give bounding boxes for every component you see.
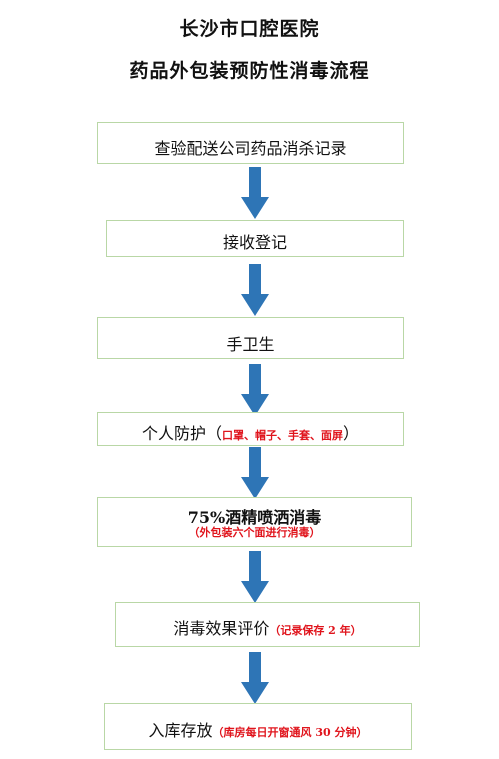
step-box-storage: 入库存放（库房每日开窗通风 30 分钟） (104, 703, 412, 750)
step-box-alcohol-spray: 75%酒精喷洒消毒 （外包装六个面进行消毒） (97, 497, 412, 547)
arrow-down-6-icon (241, 652, 269, 704)
step-box-receive-register: 接收登记 (106, 220, 404, 257)
step-note-storage: （库房每日开窗通风 30 分钟） (212, 726, 368, 739)
step-label-effect-evaluation: 消毒效果评价 (173, 619, 270, 638)
step-note-alcohol-spray: （外包装六个面进行消毒） (188, 526, 321, 539)
step-label-hand-hygiene: 手卫生 (226, 335, 275, 354)
title-hospital-name: 长沙市口腔医院 (179, 18, 320, 40)
arrow-down-1-icon (241, 167, 269, 219)
step-label-storage: 入库存放 (148, 721, 213, 740)
title-process-name: 药品外包装预防性消毒流程 (129, 60, 370, 82)
step-label-personal-protection: 个人防护（ (141, 424, 222, 443)
step-label-verify-records: 查验配送公司药品消杀记录 (154, 139, 347, 158)
step-box-effect-evaluation: 消毒效果评价（记录保存 2 年） (115, 602, 420, 647)
arrow-down-5-icon (241, 551, 269, 603)
arrow-down-2-icon (241, 264, 269, 316)
step-box-personal-protection: 个人防护（口罩、帽子、手套、面屏） (97, 412, 404, 446)
step-box-hand-hygiene: 手卫生 (97, 317, 404, 359)
step-label-suffix: ） (343, 424, 360, 443)
step-note-personal-protection: 口罩、帽子、手套、面屏 (222, 429, 343, 442)
step-note-effect-evaluation: （记录保存 2 年） (269, 624, 362, 637)
arrow-down-3-icon (241, 364, 269, 416)
arrow-down-4-icon (241, 447, 269, 499)
step-label-alcohol-spray: 75%酒精喷洒消毒 (187, 508, 322, 527)
step-box-verify-records: 查验配送公司药品消杀记录 (97, 122, 404, 164)
step-label-receive-register: 接收登记 (222, 233, 287, 252)
